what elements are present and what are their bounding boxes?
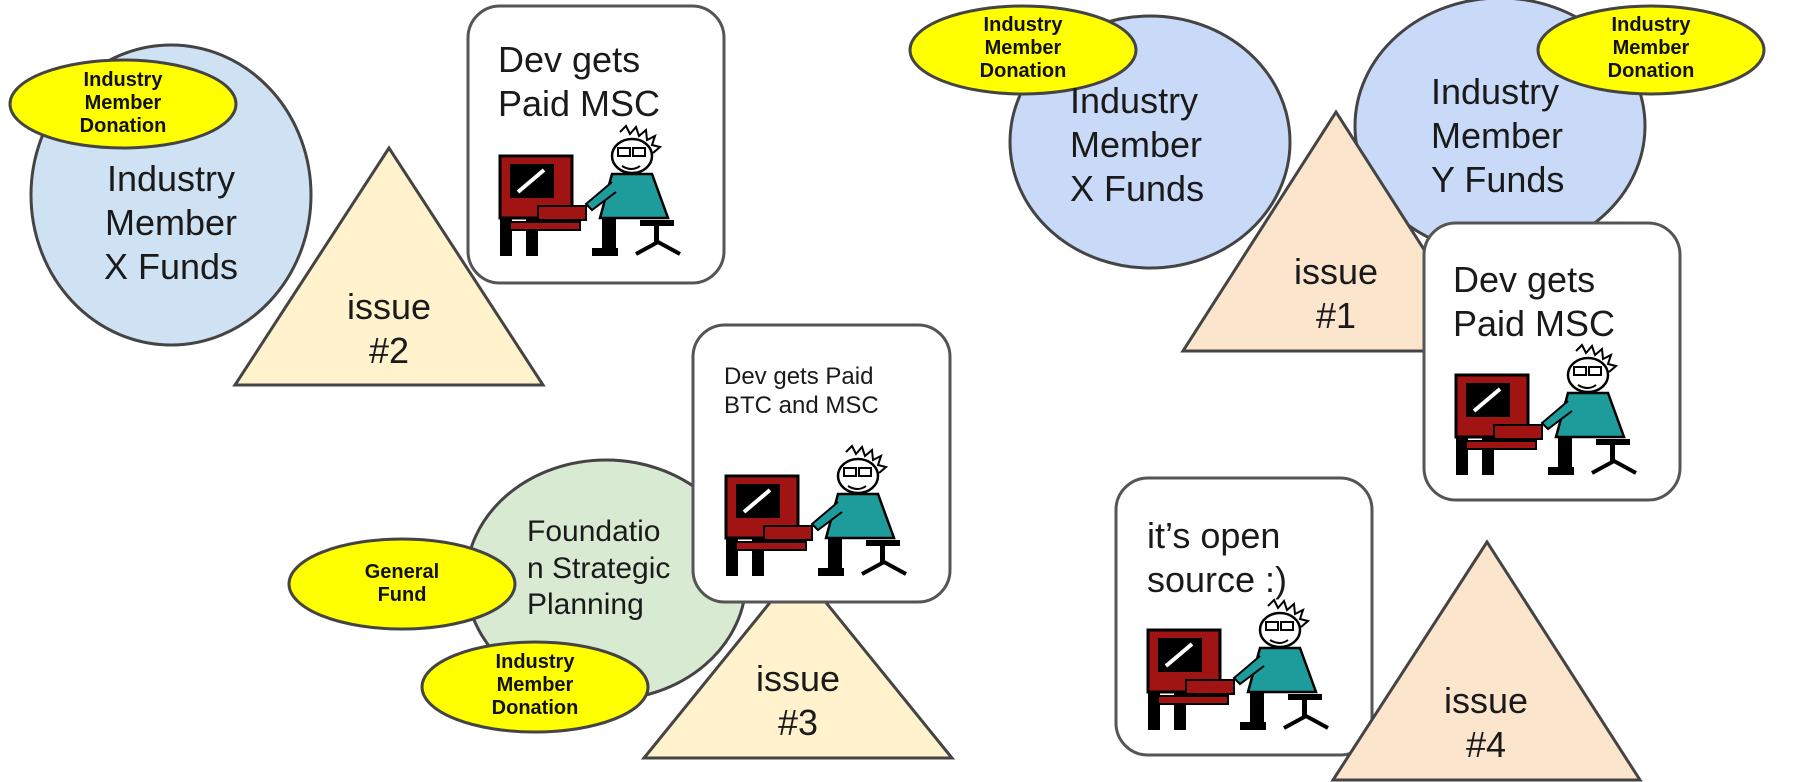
issue-triangle-shape: [232, 145, 546, 387]
issue-triangle-label: issue #1: [1293, 251, 1379, 336]
dev-card-label: Dev gets Paid BTC and MSC: [724, 363, 879, 420]
donation-badge-label: Industry Member Donation: [79, 69, 167, 138]
issue-triangle-shape: [1180, 109, 1492, 353]
donation-badge-shape: [420, 640, 650, 734]
donation-badge-left-label: Industry Member Donation: [979, 14, 1067, 83]
general-fund-badge-label: General Fund: [364, 561, 440, 607]
issue-triangle-label: issue #3: [755, 658, 841, 743]
fund-circle-label: Industry Member X Funds: [103, 158, 239, 287]
dev-card-label: Dev gets Paid MSC: [498, 39, 661, 124]
general-fund-badge-shape: [287, 537, 517, 631]
issue-triangle-shape: [1330, 539, 1643, 782]
issue-triangle-shape: [640, 565, 956, 760]
donation-badge-right-shape: [1536, 4, 1766, 96]
donation-badge-label: Industry Member Donation: [491, 651, 579, 720]
donation-badge-shape: [8, 58, 238, 150]
fund-circle-y-label: Industry Member Y Funds: [1431, 71, 1565, 200]
donation-badge-right-label: Industry Member Donation: [1607, 14, 1695, 83]
dev-card-label: Dev gets Paid MSC: [1453, 259, 1616, 344]
issue-triangle-label: issue #2: [346, 286, 432, 371]
issue-triangle-label: issue #4: [1443, 680, 1529, 765]
fund-circle-x-label: Industry Member X Funds: [1070, 80, 1205, 209]
donation-badge-left-shape: [908, 4, 1138, 96]
foundation-circle-label: Foundatio n Strategic Planning: [527, 515, 671, 622]
dev-card-label: it’s open source :): [1147, 515, 1288, 600]
